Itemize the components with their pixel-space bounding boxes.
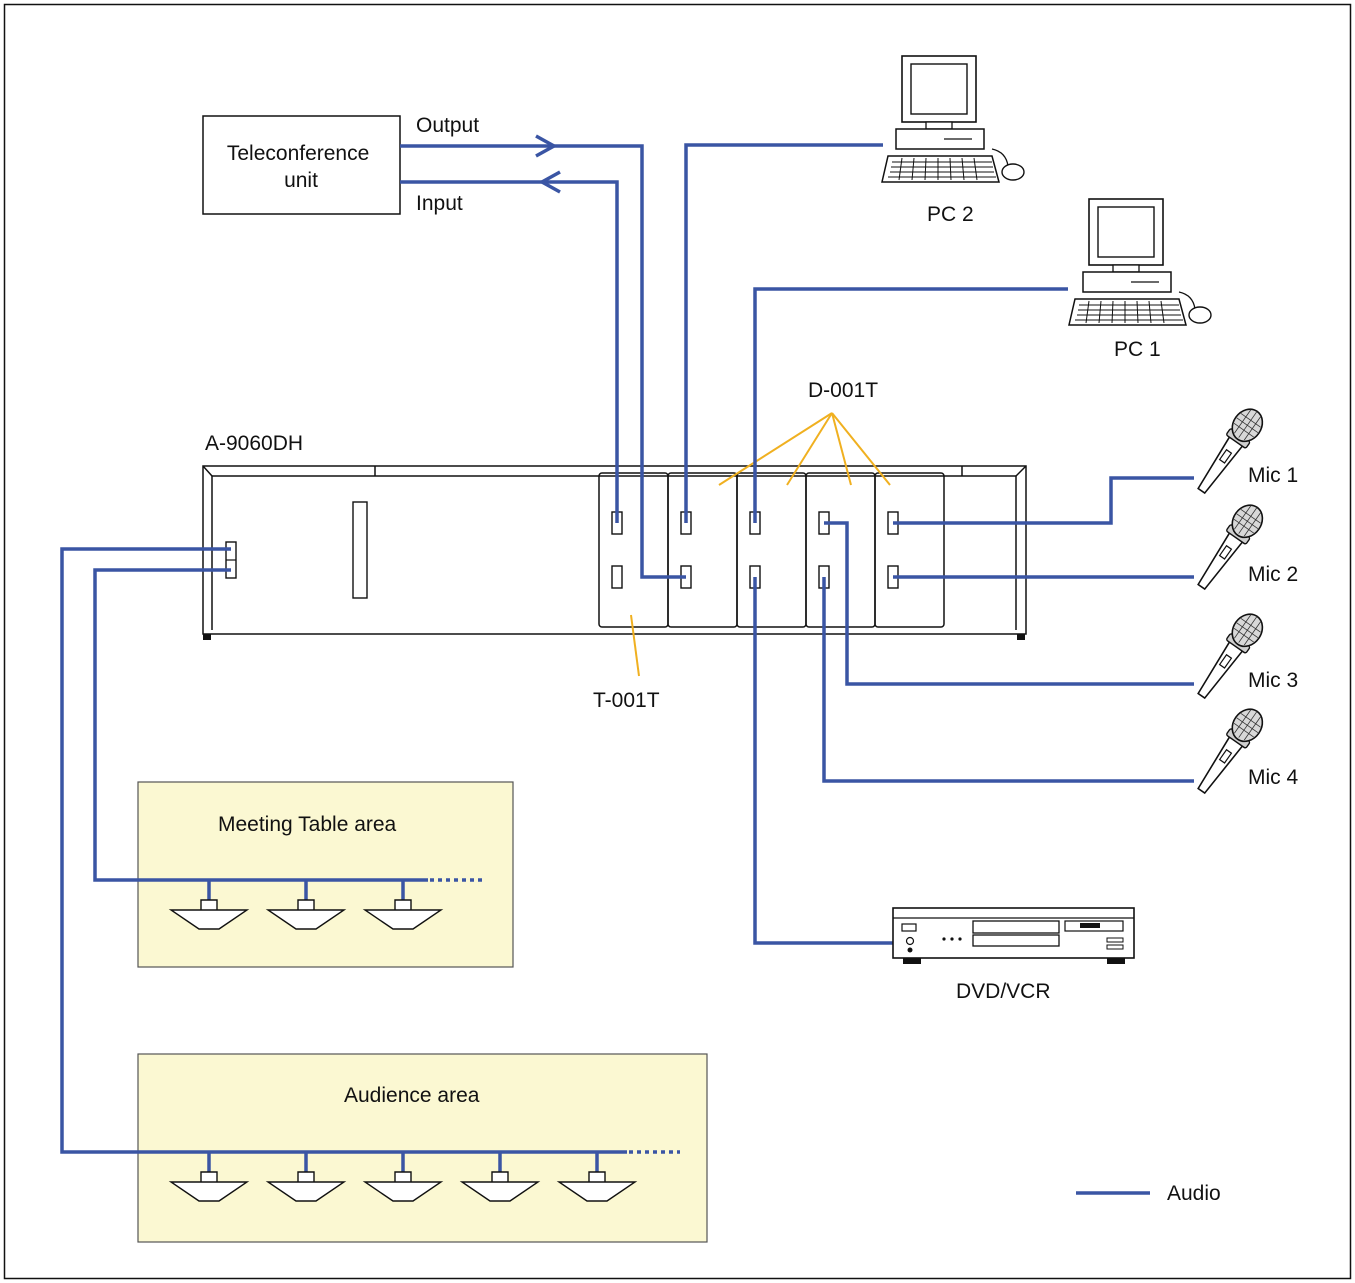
dvd-vcr-label: DVD/VCR xyxy=(956,980,1051,1003)
meeting-table-area xyxy=(137,781,514,968)
mic4-label: Mic 4 xyxy=(1248,766,1298,789)
callout-lines xyxy=(630,412,891,677)
t001t-label: T-001T xyxy=(593,689,660,712)
mic2-label: Mic 2 xyxy=(1248,563,1298,586)
a9060dh-label: A-9060DH xyxy=(205,432,303,455)
mic3-label: Mic 3 xyxy=(1248,669,1298,692)
module-d001t-1 xyxy=(667,472,738,628)
d001t-label: D-001T xyxy=(808,379,878,402)
legend-audio-label: Audio xyxy=(1167,1182,1221,1205)
amplifier-a9060dh xyxy=(202,465,1027,640)
pc-icon xyxy=(1068,198,1212,326)
meeting-table-area-label: Meeting Table area xyxy=(218,813,397,836)
pc2-label: PC 2 xyxy=(927,203,974,226)
dvd-player-icon xyxy=(892,907,1135,964)
input-label: Input xyxy=(416,192,463,215)
mic1-label: Mic 1 xyxy=(1248,464,1298,487)
audience-area-label: Audience area xyxy=(344,1084,480,1107)
pc-icon xyxy=(881,55,1025,183)
diagram-frame xyxy=(3,3,1352,1280)
teleconference-unit xyxy=(202,115,401,215)
module-d001t-2 xyxy=(736,472,807,628)
pc1-label: PC 1 xyxy=(1114,338,1161,361)
module-t001t xyxy=(598,472,669,628)
legend: Audio xyxy=(1076,1182,1221,1205)
audio-wiring xyxy=(60,134,1194,1172)
audience-area xyxy=(137,1053,708,1243)
module-d001t-4 xyxy=(874,472,945,628)
output-label: Output xyxy=(416,114,479,137)
teleconference-label: Teleconference unit xyxy=(227,142,375,192)
module-d001t-3 xyxy=(805,472,876,628)
